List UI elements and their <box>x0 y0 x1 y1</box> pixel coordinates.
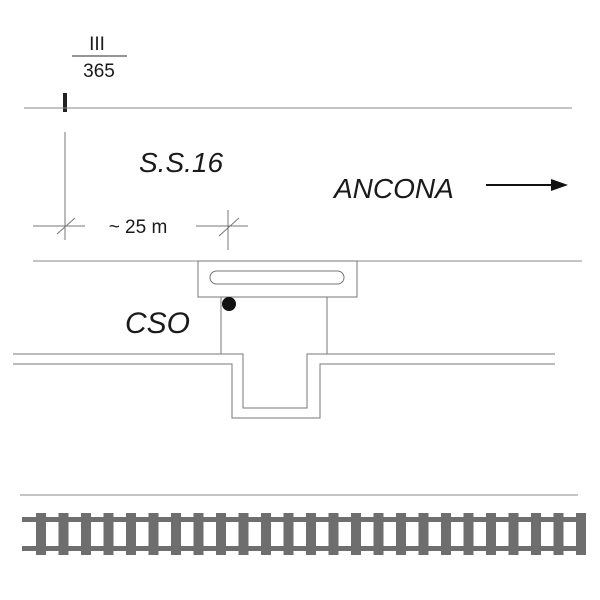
direction-label: ANCONA <box>332 173 454 204</box>
railway-rail <box>22 517 577 522</box>
cso-label: CSO <box>125 307 190 340</box>
railway-sleeper <box>81 513 91 555</box>
railway-sleeper <box>283 513 294 555</box>
railway-sleeper <box>148 513 159 555</box>
railway-sleeper <box>58 513 69 555</box>
direction-arrow-icon <box>486 179 568 191</box>
railway-sleeper <box>36 513 46 555</box>
railway-sleeper <box>351 513 361 555</box>
railway-rail <box>22 546 577 551</box>
milestone-marker <box>63 93 67 112</box>
railway-sleeper <box>171 513 181 555</box>
railway-sleeper <box>216 513 226 555</box>
railway-sleeper <box>418 513 429 555</box>
railway-sleeper <box>328 513 339 555</box>
railway-sleeper <box>306 513 316 555</box>
railway-sleeper <box>126 513 136 555</box>
railway-sleeper <box>193 513 204 555</box>
milestone-numerator: III <box>89 34 105 55</box>
culvert-structure <box>13 260 555 419</box>
distance-label: ~ 25 m <box>109 217 168 238</box>
cso-point-marker <box>222 297 236 311</box>
road-label: S.S.16 <box>139 147 223 178</box>
railway-sleeper <box>441 513 451 555</box>
railway-sleeper <box>486 513 496 555</box>
railway-sleeper <box>103 513 114 555</box>
railway-sleeper <box>261 513 271 555</box>
railway-sleeper <box>576 513 586 555</box>
milestone-denominator: 365 <box>83 61 115 82</box>
railway-sleeper <box>238 513 249 555</box>
railway-sleeper <box>508 513 519 555</box>
distance-dimension <box>33 132 248 250</box>
railway-sleeper <box>553 513 564 555</box>
railway-sleeper <box>396 513 406 555</box>
railway-sleeper <box>373 513 384 555</box>
railway-sleeper <box>531 513 541 555</box>
railway-track <box>22 513 586 555</box>
railway-sleeper <box>463 513 474 555</box>
